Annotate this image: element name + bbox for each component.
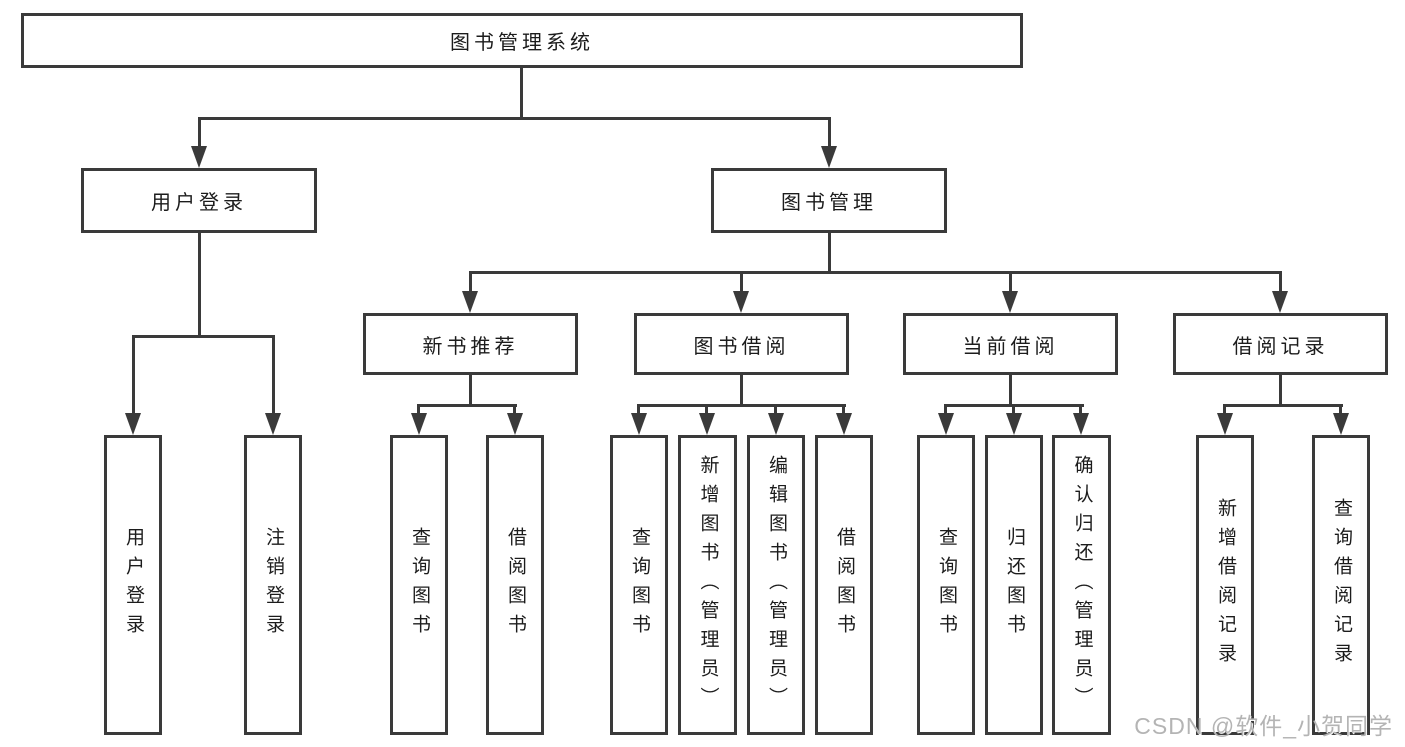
connector-to-logout [272, 335, 275, 415]
arrow-to-logout [265, 413, 281, 435]
connector-to-login [132, 335, 135, 415]
node-leaf-bb-borrow-books: 借阅图书 [815, 435, 873, 735]
arrow-to-current-borrow [1002, 291, 1018, 313]
connector-recommend-distributor [417, 404, 517, 407]
node-label: 当前借阅 [962, 335, 1059, 358]
node-label: 新书推荐 [422, 335, 519, 358]
arrow-to-cb-confirm [1073, 413, 1089, 435]
node-label: 查询图书 [628, 527, 650, 643]
arrow-to-user-login [191, 146, 207, 168]
arrow-to-book-borrow [733, 291, 749, 313]
node-leaf-rr-query-record: 查询借阅记录 [1312, 435, 1370, 735]
connector-user-login-distributor [132, 335, 275, 338]
connector-current-stem [1009, 375, 1012, 407]
connector-level3-distributor [469, 271, 1282, 274]
node-label: 图书管理 [781, 192, 877, 214]
connector-to-rr-add [1223, 404, 1226, 415]
connector-to-bb-edit [774, 404, 777, 415]
arrow-to-bb-add [699, 413, 715, 435]
node-leaf-bb-query-books: 查询图书 [610, 435, 668, 735]
connector-to-cb-confirm [1079, 404, 1082, 415]
connector-borrow-stem [740, 375, 743, 407]
node-label: 编辑图书（管理员） [765, 454, 787, 716]
connector-record-distributor [1223, 404, 1343, 407]
node-leaf-bb-add-books: 新增图书（管理员） [678, 435, 737, 735]
node-current-borrow: 当前借阅 [903, 313, 1118, 375]
node-label: 确认归还（管理员） [1071, 454, 1093, 716]
node-book-borrow: 图书借阅 [634, 313, 849, 375]
node-label: 借阅图书 [833, 527, 855, 643]
arrow-to-cb-return [1006, 413, 1022, 435]
connector-recommend-stem [469, 375, 472, 407]
connector-to-recommend-query [417, 404, 420, 415]
arrow-to-rr-query [1333, 413, 1349, 435]
node-library-management-system: 图书管理系统 [21, 13, 1023, 68]
connector-to-user-login [198, 117, 201, 150]
arrow-to-rr-add [1217, 413, 1233, 435]
arrow-to-login [125, 413, 141, 435]
node-label: 借阅图书 [504, 527, 526, 643]
arrow-to-bb-query [631, 413, 647, 435]
node-label: 查询图书 [408, 527, 430, 643]
csdn-watermark: CSDN @软件_小贺同学 [1134, 713, 1393, 739]
connector-record-stem [1279, 375, 1282, 407]
node-label: 图书管理系统 [450, 32, 594, 54]
node-label: 注销登录 [262, 527, 284, 643]
node-leaf-rr-add-record: 新增借阅记录 [1196, 435, 1254, 735]
arrow-to-cb-query [938, 413, 954, 435]
node-label: 归还图书 [1003, 527, 1025, 643]
arrow-to-bb-borrow [836, 413, 852, 435]
connector-to-borrow-record [1279, 271, 1282, 295]
node-new-book-recommend: 新书推荐 [363, 313, 578, 375]
node-label: 用户登录 [151, 192, 247, 214]
connector-to-recommend-borrow [513, 404, 516, 415]
arrow-to-new-book-recommend [462, 291, 478, 313]
connector-level1-distributor [198, 117, 831, 120]
node-leaf-user-login: 用户登录 [104, 435, 162, 735]
connector-root-stem [520, 68, 523, 120]
node-leaf-recommend-query-books: 查询图书 [390, 435, 448, 735]
arrow-to-bb-edit [768, 413, 784, 435]
node-leaf-cb-return-books: 归还图书 [985, 435, 1043, 735]
connector-to-current-borrow [1009, 271, 1012, 295]
connector-book-management-stem [828, 233, 831, 274]
connector-to-bb-add [705, 404, 708, 415]
connector-to-bb-borrow [842, 404, 845, 415]
node-book-management: 图书管理 [711, 168, 947, 233]
arrow-to-recommend-query [411, 413, 427, 435]
node-label: 新增图书（管理员） [697, 454, 719, 716]
connector-to-new-book-recommend [469, 271, 472, 295]
node-label: 新增借阅记录 [1214, 498, 1236, 672]
node-leaf-cb-confirm-return: 确认归还（管理员） [1052, 435, 1111, 735]
node-label: 查询图书 [935, 527, 957, 643]
connector-to-rr-query [1339, 404, 1342, 415]
connector-to-cb-query [944, 404, 947, 415]
arrow-to-borrow-record [1272, 291, 1288, 313]
connector-to-cb-return [1012, 404, 1015, 415]
node-leaf-logout: 注销登录 [244, 435, 302, 735]
node-label: 借阅记录 [1232, 335, 1329, 358]
connector-borrow-distributor [637, 404, 846, 407]
connector-user-login-stem [198, 233, 201, 338]
connector-to-bb-query [637, 404, 640, 415]
node-label: 用户登录 [122, 527, 144, 643]
node-user-login: 用户登录 [81, 168, 317, 233]
node-label: 查询借阅记录 [1330, 498, 1352, 672]
node-leaf-cb-query-books: 查询图书 [917, 435, 975, 735]
connector-to-book-borrow [740, 271, 743, 295]
node-borrow-record: 借阅记录 [1173, 313, 1388, 375]
node-leaf-bb-edit-books: 编辑图书（管理员） [747, 435, 805, 735]
node-label: 图书借阅 [693, 335, 790, 358]
node-leaf-recommend-borrow-books: 借阅图书 [486, 435, 544, 735]
connector-to-book-management [828, 117, 831, 150]
arrow-to-recommend-borrow [507, 413, 523, 435]
arrow-to-book-management [821, 146, 837, 168]
